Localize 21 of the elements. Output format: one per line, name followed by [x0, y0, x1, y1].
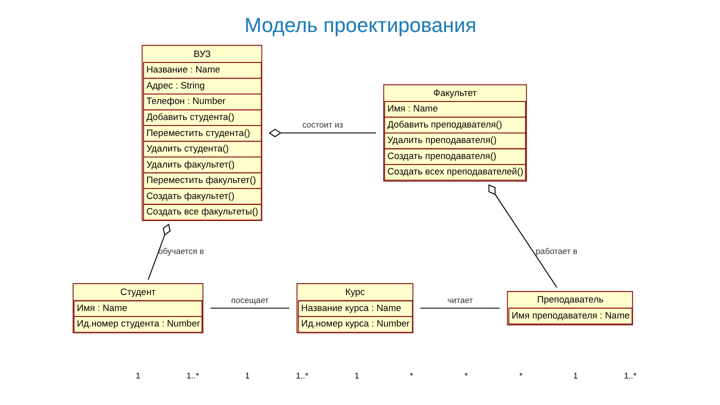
connector [210, 308, 290, 309]
edge-label: читает [446, 294, 472, 305]
label: 1 [572, 370, 578, 380]
connector [268, 128, 376, 138]
label: 1..* [624, 370, 636, 380]
edge-label: состоит из [302, 120, 343, 130]
edge-label: обучается в [158, 246, 204, 256]
label: 1..* [186, 370, 198, 380]
edge-label: работает в [535, 246, 577, 256]
label: 1..* [295, 370, 308, 380]
label: 1 [135, 370, 140, 380]
label: 1 [244, 370, 250, 380]
connector [419, 308, 500, 309]
label: * [464, 370, 468, 380]
label: * [518, 370, 522, 380]
label: 1 [354, 370, 359, 380]
edge-label: посещает [230, 294, 268, 305]
label: * [409, 370, 413, 380]
connector [488, 184, 557, 288]
diagram-title: Модель проектирования [244, 15, 476, 38]
connector [147, 224, 170, 280]
